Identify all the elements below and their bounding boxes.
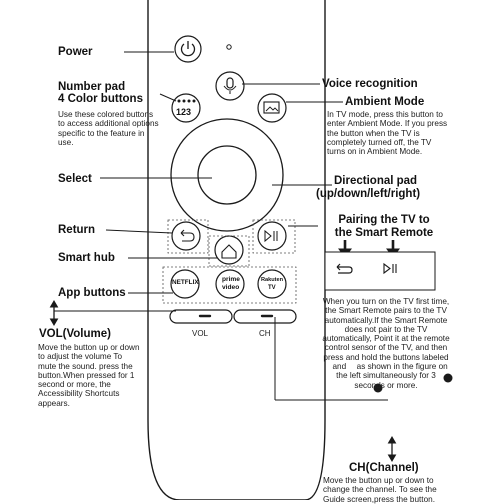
netflix-logo-text: NETFLIX [172, 279, 199, 286]
ch-label: CH(Channel) [349, 462, 419, 474]
rakuten-logo-line2: TV [268, 285, 276, 291]
power-icon [180, 43, 196, 57]
number-pad-description: Use these colored buttons to access addi… [58, 110, 159, 147]
app-buttons-highlight [162, 266, 297, 304]
vol-text: VOL [192, 329, 209, 338]
dpad-label: Directional pad [334, 175, 418, 187]
vol-updown-arrow [49, 300, 59, 326]
smart-hub-highlight [208, 235, 250, 267]
smart-hub-label: Smart hub [58, 252, 115, 264]
select-label: Select [58, 173, 92, 185]
panel-return-icon [336, 263, 353, 274]
panel-play-pause-icon [383, 262, 391, 275]
pairing-desc-and: and [332, 362, 347, 372]
ch-text: CH [259, 329, 271, 338]
home-icon [221, 244, 237, 259]
return-label: Return [58, 224, 96, 236]
number-pad-button[interactable] [171, 93, 201, 123]
ambient-button[interactable] [257, 93, 287, 123]
smart-hub-button[interactable] [214, 235, 244, 265]
inline-return-icon [443, 373, 453, 383]
app-buttons-label: App buttons [58, 287, 126, 299]
dpad-sublabel: (up/down/left/right) [316, 188, 421, 200]
pairing-description: When you turn on the TV first time, the … [322, 297, 450, 390]
number-pad-label: Number pad [58, 81, 126, 93]
select-button [197, 145, 257, 205]
ambient-label: Ambient Mode [345, 96, 425, 108]
play-pause-button[interactable] [257, 221, 287, 251]
return-button[interactable] [171, 221, 201, 251]
number-key-text: 123 [176, 107, 192, 117]
ambient-description: In TV mode, press this button to enter A… [327, 110, 448, 157]
netflix-button [170, 269, 200, 299]
ambient-icon [263, 101, 280, 114]
ch-updown-arrow [387, 436, 397, 462]
pairing-title-line1: Pairing the TV to [338, 214, 430, 226]
pairing-desc-end: as shown in the figure on the left simul… [336, 362, 448, 390]
vol-label: VOL(Volume) [39, 328, 111, 340]
vol-description: Move the button up or down to adjust the… [38, 343, 140, 408]
color-dots-icon [177, 99, 196, 103]
return-icon [180, 229, 195, 242]
ch-description: Move the button up or down to change the… [323, 476, 437, 504]
prime-video-button [215, 269, 245, 299]
play-pause-icon [264, 229, 272, 243]
color-buttons-label: 4 Color buttons [58, 93, 143, 105]
prime-logo-line2: video [222, 284, 240, 291]
return-highlight [167, 219, 209, 254]
rakuten-logo-line1: Rakuten [261, 277, 284, 283]
power-button[interactable] [174, 35, 202, 63]
microphone-icon [226, 77, 234, 89]
pairing-title-line2: the Smart Remote [334, 227, 434, 239]
play-pause-highlight [252, 219, 296, 254]
prime-logo-line1: prime [222, 276, 240, 283]
directional-pad[interactable] [170, 118, 284, 232]
indicator-light [226, 44, 232, 50]
voice-button[interactable] [215, 71, 245, 101]
rakuten-tv-button [257, 269, 287, 299]
pairing-info-panel [324, 251, 436, 291]
inline-play-pause-icon [373, 383, 383, 393]
leader-lines [54, 51, 388, 401]
pairing-desc-main: When you turn on the TV first time, the … [322, 297, 450, 362]
power-label: Power [58, 46, 93, 58]
voice-label: Voice recognition [322, 78, 418, 90]
